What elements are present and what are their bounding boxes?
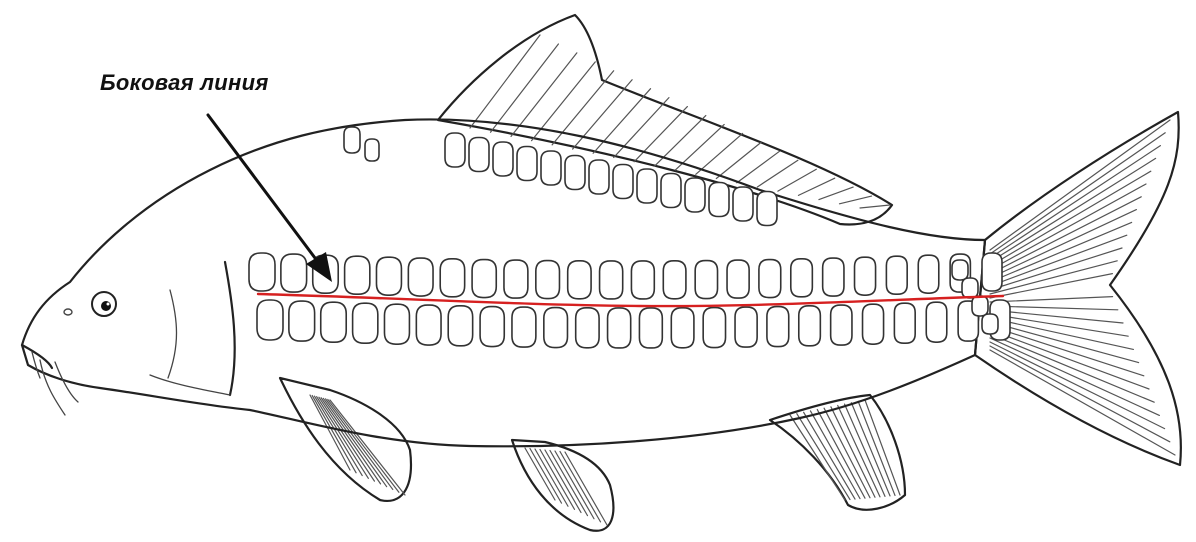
anal-fin	[770, 395, 905, 510]
pelvic-fin	[512, 440, 613, 531]
fish-eye	[92, 292, 116, 316]
gill-cover-line	[225, 262, 235, 395]
lateral-line-label: Боковая линия	[100, 70, 269, 96]
caudal-fin	[975, 112, 1181, 465]
